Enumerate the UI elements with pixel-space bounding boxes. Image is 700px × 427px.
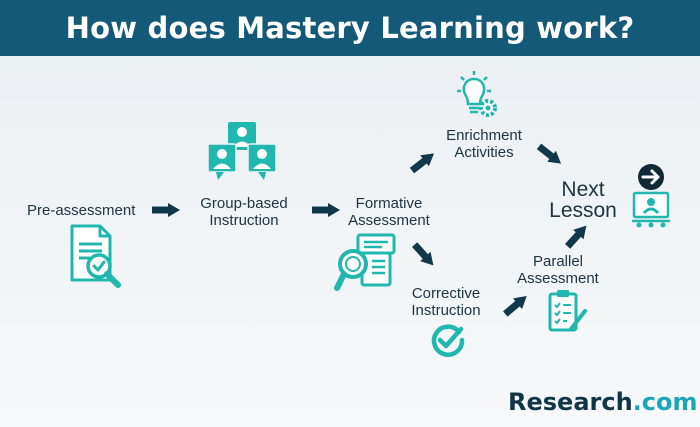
step-parallel-assessment: Parallel Assessment [517,253,599,287]
step-formative-assessment: Formative Assessment [348,195,430,229]
step-enrichment-activities: Enrichment Activities [446,127,522,161]
step-pre-assessment: Pre-assessment [27,202,136,219]
clipboard-checklist-icon [548,290,587,332]
arrow-down-right-2 [536,143,562,164]
arrow-up-right-2 [503,296,527,317]
step-corrective-instruction: Corrective Instruction [411,285,481,319]
lightbulb-gear-icon [457,71,497,117]
header-bar: How does Mastery Learning work? [0,0,700,56]
arrow-up-right [409,153,435,174]
arrow-right-2 [312,203,340,217]
arrow-up-right-3 [565,225,587,249]
arrow-right-1 [152,203,180,217]
arrow-down-right [412,242,434,266]
presentation-arrow-icon [632,164,670,228]
page-title: How does Mastery Learning work? [65,11,635,45]
magnifier-document-icon [334,233,396,291]
group-people-icon [207,122,277,180]
brand-name: Research [508,388,633,416]
step-group-instruction: Group-based Instruction [200,195,288,229]
brand-logo: Research.com [508,388,698,416]
brand-suffix: .com [632,388,698,416]
document-magnifier-icon [70,224,121,288]
step-next-lesson: Next Lesson [549,178,617,222]
check-circle-icon [431,324,465,357]
